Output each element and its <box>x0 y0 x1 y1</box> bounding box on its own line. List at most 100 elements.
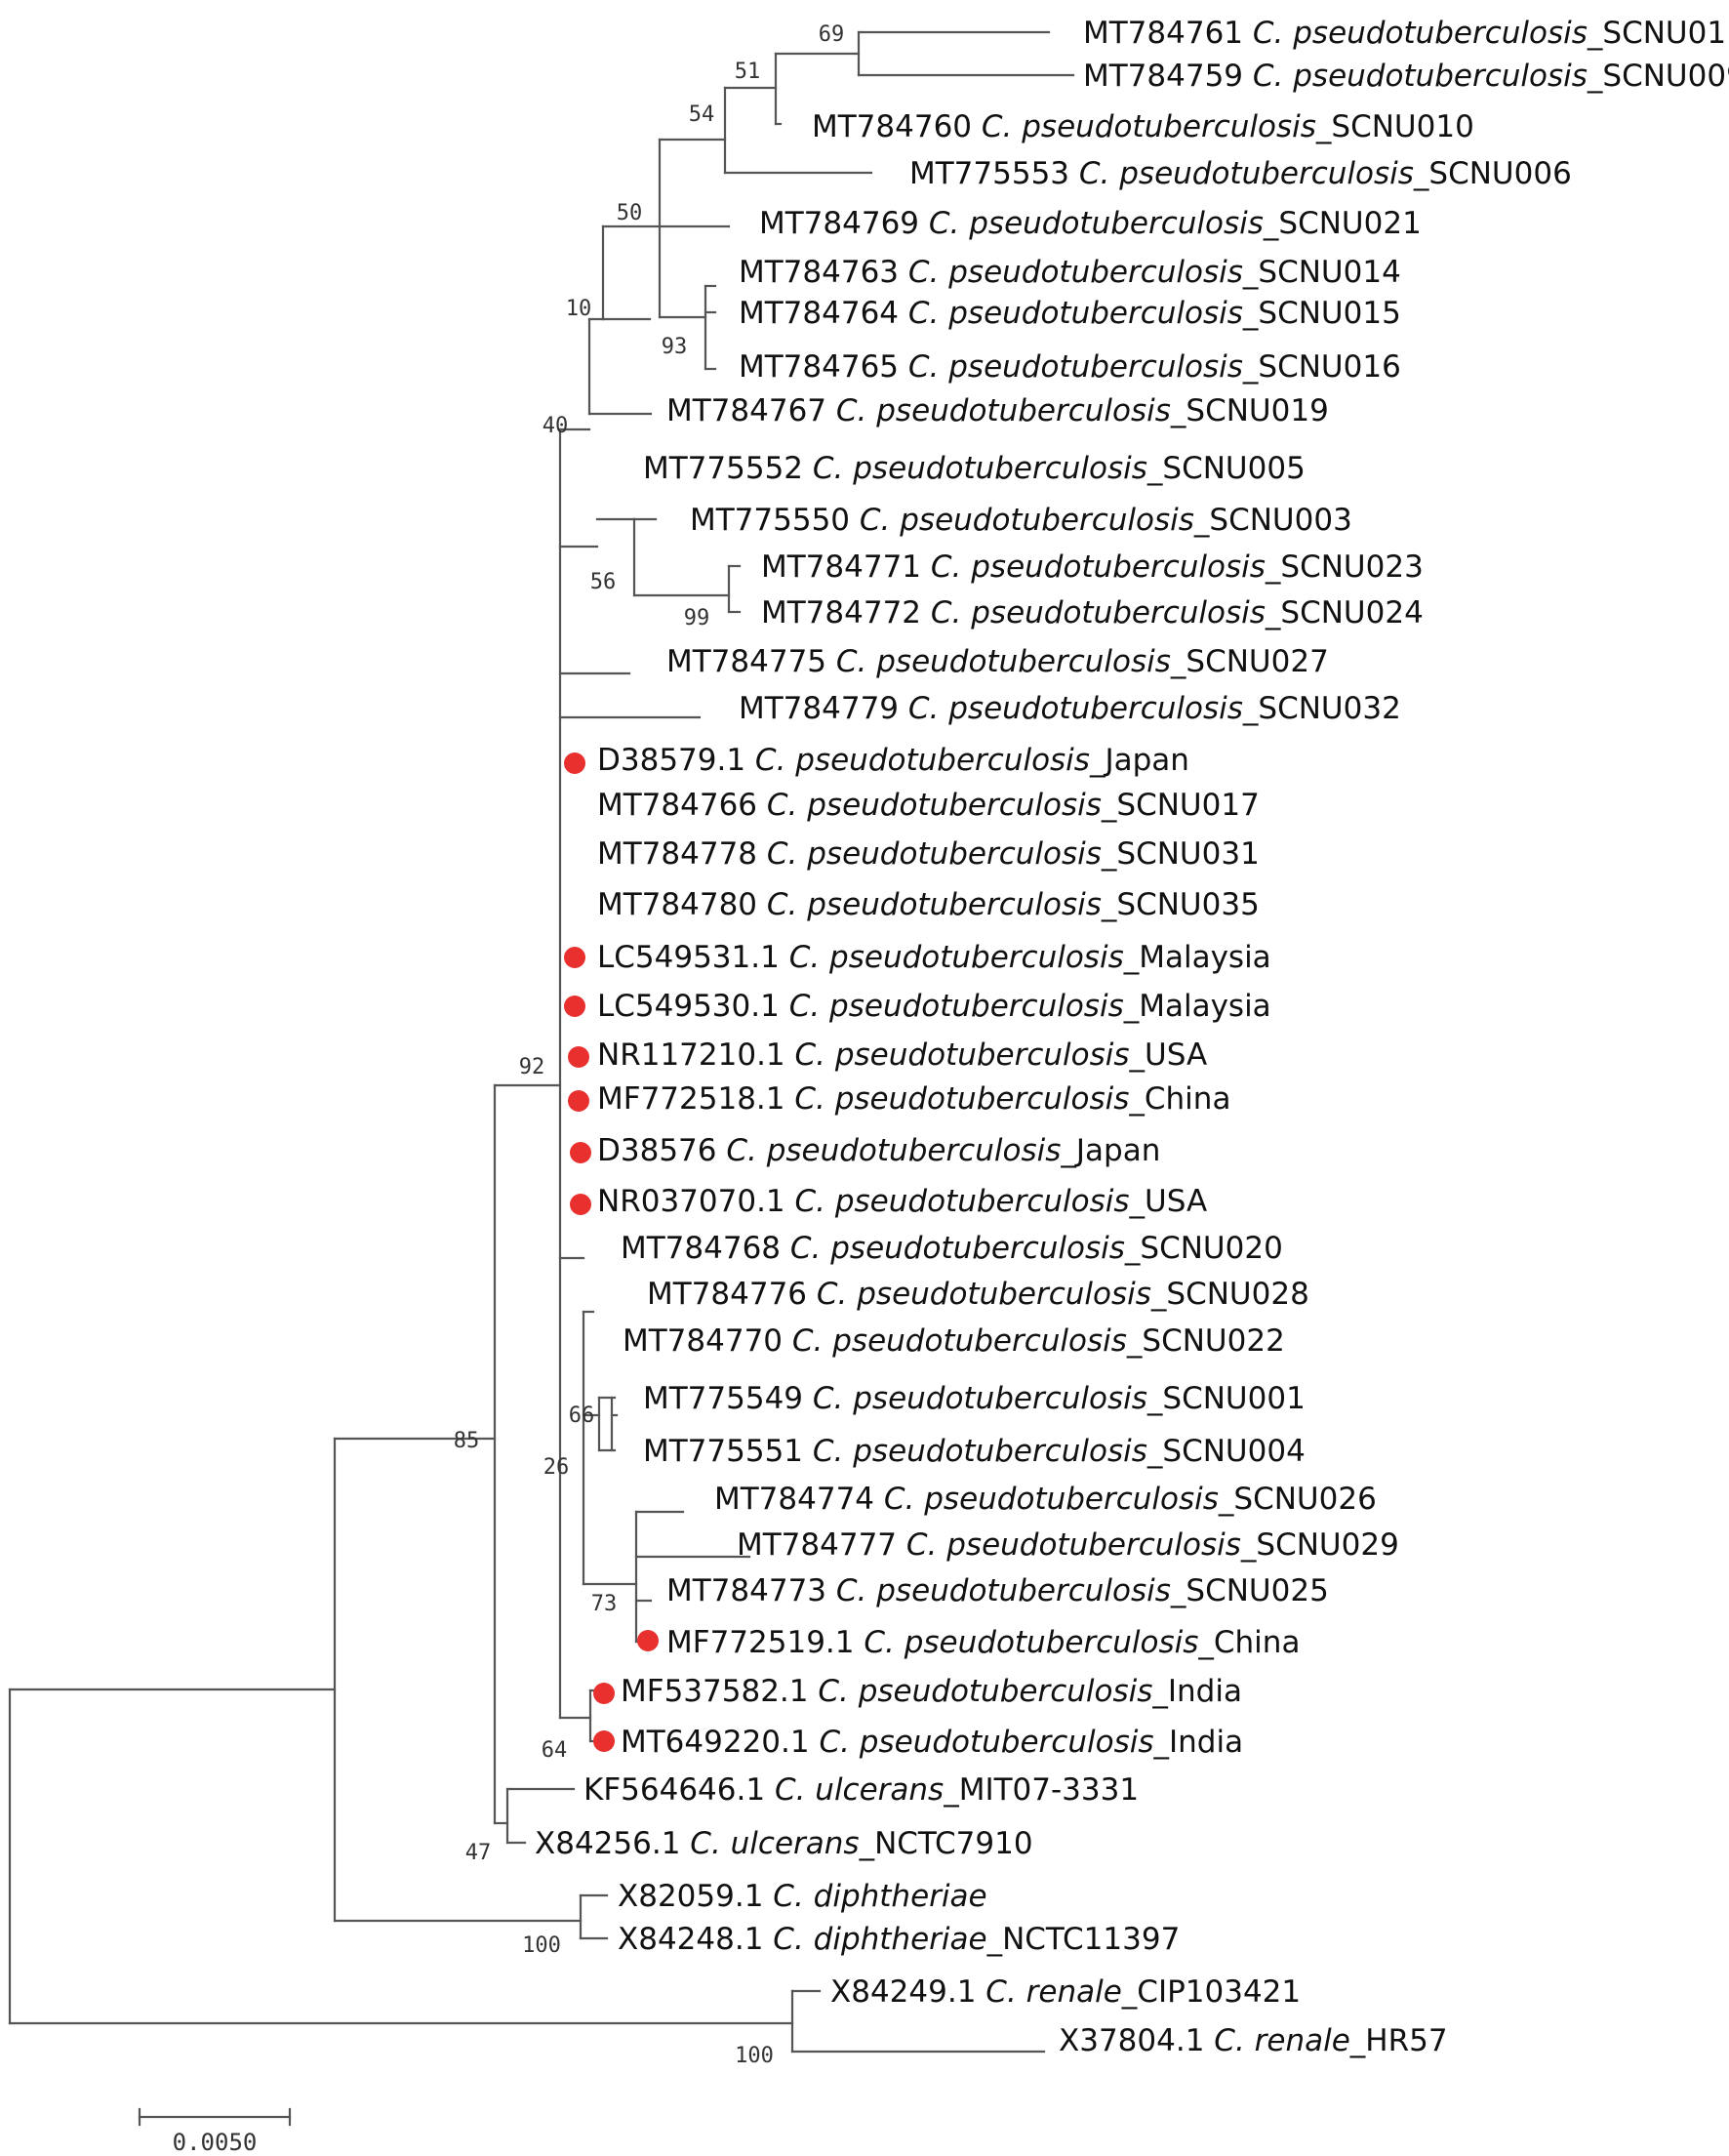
leaf-strain: _SCNU015 <box>1242 296 1401 331</box>
leaf-label: MT775550 C. pseudotuberculosis_SCNU003 <box>690 503 1352 538</box>
leaf-accession: D38576 <box>597 1133 726 1168</box>
leaf-label: NR037070.1 C. pseudotuberculosis_USA <box>597 1184 1207 1219</box>
bootstrap-value: 51 <box>735 60 761 84</box>
leaf-accession: MF772518.1 <box>597 1081 794 1117</box>
leaf-strain: _India <box>1152 1725 1243 1760</box>
bootstrap-value: 66 <box>569 1403 595 1428</box>
leaf-species: C. pseudotuberculosis <box>1253 59 1588 94</box>
leaf-accession: MT784768 <box>621 1231 790 1266</box>
leaf-accession: MT784759 <box>1083 59 1253 94</box>
bootstrap-value: 85 <box>454 1429 480 1453</box>
leaf-accession: X37804.1 <box>1059 2023 1214 2058</box>
leaf-strain: _Malaysia <box>1123 989 1271 1024</box>
leaf-species: C. pseudotuberculosis <box>795 1037 1130 1073</box>
bootstrap-value: 100 <box>522 1933 561 1958</box>
leaf-accession: MT784763 <box>739 255 908 290</box>
leaf-label: X84256.1 C. ulcerans_NCTC7910 <box>535 1826 1033 1861</box>
scale-bar: 0.0050 <box>138 2107 292 2156</box>
leaf-accession: MT784761 <box>1083 16 1253 51</box>
bootstrap-value: 93 <box>662 335 688 359</box>
leaf-accession: MT784769 <box>759 206 929 241</box>
bootstrap-value: 47 <box>465 1841 492 1865</box>
leaf-strain: _SCNU017 <box>1101 788 1260 823</box>
leaf-accession: MT784770 <box>623 1323 792 1359</box>
bootstrap-value: 40 <box>543 414 569 438</box>
leaf-strain: _India <box>1151 1674 1242 1709</box>
leaf-species: C. pseudotuberculosis <box>908 255 1243 290</box>
leaf-species: C. pseudotuberculosis <box>982 109 1316 144</box>
leaf-label: MT784770 C. pseudotuberculosis_SCNU022 <box>623 1323 1285 1359</box>
leaf-accession: MT784766 <box>597 788 767 823</box>
leaf-accession: MT784779 <box>739 691 908 726</box>
leaf-strain: _SCNU025 <box>1170 1573 1329 1608</box>
leaf-accession: MT784774 <box>714 1482 884 1517</box>
leaf-label: NR117210.1 C. pseudotuberculosis_USA <box>597 1037 1207 1073</box>
leaf-accession: MT784772 <box>761 595 931 631</box>
leaf-species: C. pseudotuberculosis <box>755 743 1090 778</box>
leaf-species: C. diphtheriae <box>773 1922 986 1957</box>
leaf-label: D38579.1 C. pseudotuberculosis_Japan <box>597 743 1189 778</box>
tree-branches <box>8 30 1075 2054</box>
leaf-accession: MT775550 <box>690 503 860 538</box>
reference-markers <box>564 753 659 1752</box>
leaf-labels: MT784761 C. pseudotuberculosis_SCNU011MT… <box>535 16 1729 2058</box>
leaf-label: D38576 C. pseudotuberculosis_Japan <box>597 1133 1160 1168</box>
leaf-accession: MT784775 <box>666 644 836 679</box>
leaf-species: C. pseudotuberculosis <box>931 595 1266 631</box>
leaf-species: C. pseudotuberculosis <box>767 788 1102 823</box>
leaf-strain: _HR57 <box>1349 2023 1448 2058</box>
leaf-label: MT784766 C. pseudotuberculosis_SCNU017 <box>597 788 1260 823</box>
leaf-label: MT784763 C. pseudotuberculosis_SCNU014 <box>739 255 1401 290</box>
leaf-label: MT649220.1 C. pseudotuberculosis_India <box>621 1725 1243 1760</box>
leaf-species: C. pseudotuberculosis <box>818 1674 1152 1709</box>
leaf-label: MT784764 C. pseudotuberculosis_SCNU015 <box>739 296 1401 331</box>
reference-dot-icon <box>593 1730 615 1752</box>
leaf-species: C. pseudotuberculosis <box>813 1381 1147 1416</box>
leaf-accession: NR117210.1 <box>597 1037 795 1073</box>
leaf-label: MT784779 C. pseudotuberculosis_SCNU032 <box>739 691 1401 726</box>
leaf-strain: _China <box>1128 1081 1230 1117</box>
leaf-strain: _SCNU021 <box>1263 206 1422 241</box>
leaf-strain: _NCTC7910 <box>859 1826 1033 1861</box>
leaf-strain: _SCNU009 <box>1587 59 1729 94</box>
leaf-label: MT775551 C. pseudotuberculosis_SCNU004 <box>643 1434 1306 1469</box>
leaf-accession: KF564646.1 <box>583 1772 775 1808</box>
leaf-label: MF772519.1 C. pseudotuberculosis_China <box>666 1625 1300 1660</box>
leaf-accession: NR037070.1 <box>597 1184 795 1219</box>
leaf-species: C. pseudotuberculosis <box>836 393 1171 428</box>
leaf-species: C. pseudotuberculosis <box>931 549 1266 585</box>
leaf-label: X84248.1 C. diphtheriae_NCTC11397 <box>618 1922 1180 1957</box>
leaf-strain: _SCNU032 <box>1242 691 1401 726</box>
leaf-strain: _SCNU020 <box>1124 1231 1283 1266</box>
leaf-label: MT784776 C. pseudotuberculosis_SCNU028 <box>647 1277 1309 1312</box>
leaf-species: C. pseudotuberculosis <box>864 1625 1198 1660</box>
leaf-accession: X84248.1 <box>618 1922 773 1957</box>
reference-dot-icon <box>568 1090 589 1112</box>
leaf-accession: MT784778 <box>597 836 767 872</box>
leaf-strain: _SCNU019 <box>1170 393 1329 428</box>
leaf-accession: X84249.1 <box>830 1974 985 2010</box>
leaf-label: MT784777 C. pseudotuberculosis_SCNU029 <box>737 1527 1399 1563</box>
leaf-strain: _SCNU031 <box>1101 836 1260 872</box>
leaf-label: MT784778 C. pseudotuberculosis_SCNU031 <box>597 836 1260 872</box>
leaf-strain: _SCNU035 <box>1101 887 1260 922</box>
leaf-label: MT775552 C. pseudotuberculosis_SCNU005 <box>643 451 1306 486</box>
leaf-label: MT784768 C. pseudotuberculosis_SCNU020 <box>621 1231 1283 1266</box>
leaf-strain: _USA <box>1129 1037 1208 1073</box>
bootstrap-value: 50 <box>617 201 643 225</box>
leaf-species: C. pseudotuberculosis <box>794 1081 1129 1117</box>
bootstrap-value: 54 <box>689 102 715 127</box>
leaf-label: MT784774 C. pseudotuberculosis_SCNU026 <box>714 1482 1377 1517</box>
leaf-strain: _USA <box>1129 1184 1208 1219</box>
leaf-accession: D38579.1 <box>597 743 755 778</box>
leaf-accession: MT784771 <box>761 549 931 585</box>
leaf-label: LC549531.1 C. pseudotuberculosis_Malaysi… <box>597 940 1271 975</box>
bootstrap-value: 56 <box>590 570 617 594</box>
leaf-species: C. pseudotuberculosis <box>908 349 1243 385</box>
leaf-strain: _NCTC11397 <box>986 1922 1181 1957</box>
leaf-strain: _China <box>1197 1625 1300 1660</box>
leaf-label: MT784780 C. pseudotuberculosis_SCNU035 <box>597 887 1260 922</box>
leaf-species: C. pseudotuberculosis <box>767 836 1102 872</box>
leaf-label: X84249.1 C. renale_CIP103421 <box>830 1974 1301 2010</box>
leaf-accession: MT775553 <box>909 156 1079 191</box>
